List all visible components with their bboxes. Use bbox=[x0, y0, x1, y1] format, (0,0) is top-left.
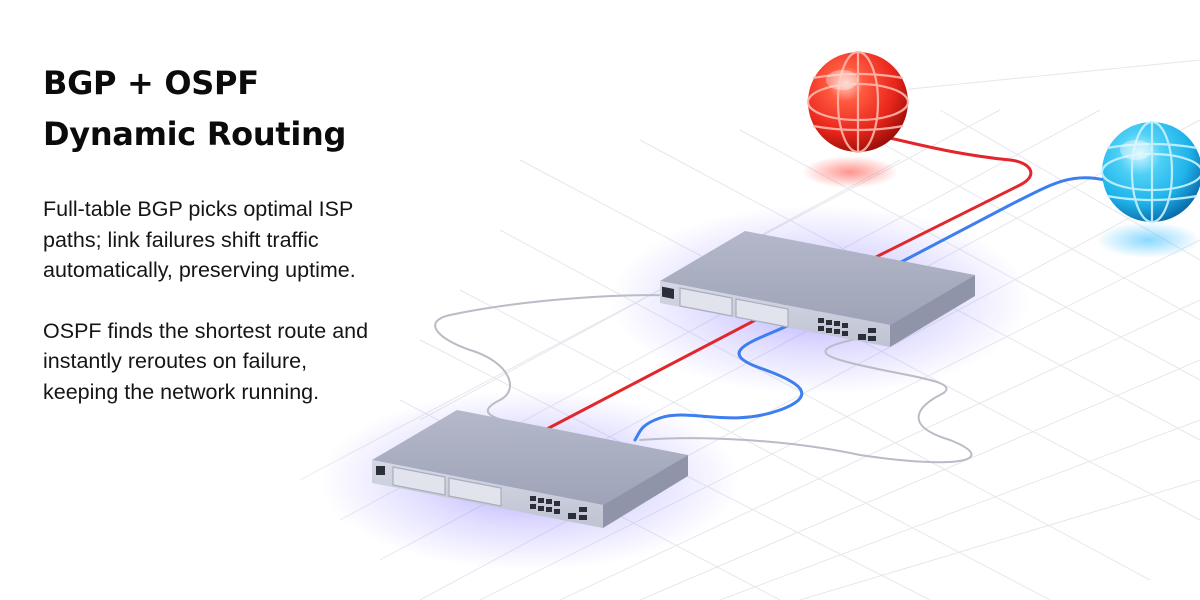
drive-bay bbox=[392, 466, 502, 507]
ethernet-ports bbox=[818, 318, 876, 341]
router-lower bbox=[372, 410, 688, 528]
grey-cables bbox=[434, 294, 973, 464]
bgp-description-line: Full-table BGP picks optimal ISP bbox=[43, 197, 354, 221]
red-uplink-cable bbox=[543, 136, 1033, 432]
red-globe-glow bbox=[802, 156, 898, 188]
headline: BGP + OSPF Dynamic Routing bbox=[43, 58, 443, 160]
blue-isp-globe bbox=[1100, 120, 1200, 224]
ospf-description-line: OSPF finds the shortest route and bbox=[43, 318, 369, 343]
bgp-description-line: automatically, preserving uptime. bbox=[43, 258, 356, 282]
headline-line-2: Dynamic Routing bbox=[43, 115, 347, 153]
drive-bay bbox=[679, 287, 789, 328]
headline-line-1: BGP + OSPF bbox=[43, 64, 259, 102]
router-upper bbox=[660, 231, 975, 347]
ospf-description-line: keeping the network running. bbox=[43, 379, 320, 404]
red-isp-globe bbox=[806, 50, 910, 154]
text-column: BGP + OSPF Dynamic Routing Full-table BG… bbox=[43, 58, 443, 407]
ospf-description-line: instantly reroutes on failure, bbox=[43, 349, 308, 373]
bgp-description-line: paths; link failures shift traffic bbox=[43, 227, 319, 252]
blue-uplink-cable bbox=[633, 176, 1107, 442]
blue-globe-glow bbox=[1096, 222, 1200, 258]
bgp-description: Full-table BGP picks optimal ISP paths; … bbox=[43, 194, 443, 286]
ospf-description: OSPF finds the shortest route and instan… bbox=[43, 316, 443, 408]
ethernet-ports bbox=[530, 496, 587, 520]
